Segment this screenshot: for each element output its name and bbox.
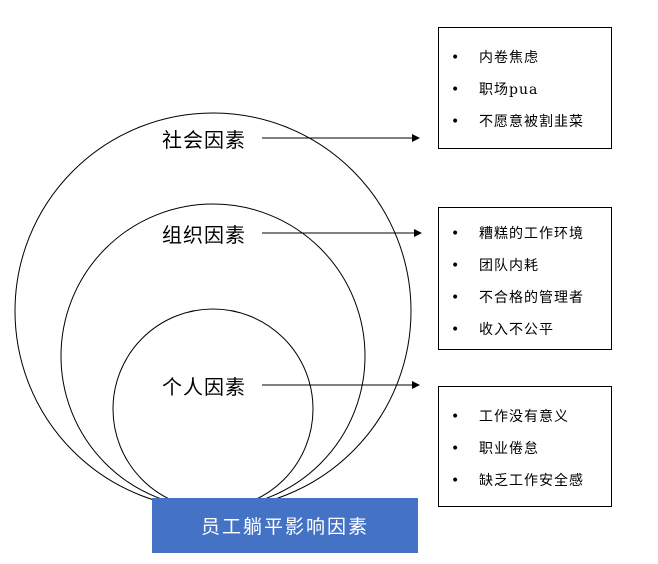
bullet-icon: • <box>451 441 461 457</box>
outer-circle-social <box>14 112 412 510</box>
list-item: •不愿意被割韭菜 <box>439 106 611 138</box>
bullet-icon: • <box>451 409 461 425</box>
list-item: •团队内耗 <box>439 250 611 282</box>
bullet-icon: • <box>451 50 461 66</box>
list-item: •不合格的管理者 <box>439 282 611 314</box>
label-organizational-factors: 组织因素 <box>162 223 246 247</box>
bullet-icon: • <box>451 258 461 274</box>
box-organizational-factors: •糟糕的工作环境 •团队内耗 •不合格的管理者 •收入不公平 <box>438 207 612 350</box>
bullet-icon: • <box>451 290 461 306</box>
bullet-icon: • <box>451 473 461 489</box>
bullet-icon: • <box>451 322 461 338</box>
bullet-icon: • <box>451 114 461 130</box>
middle-circle-organizational <box>60 203 366 509</box>
box-social-factors: •内卷焦虑 •职场pua •不愿意被割韭菜 <box>438 27 612 149</box>
list-item: •缺乏工作安全感 <box>439 465 611 497</box>
list-item: •糟糕的工作环境 <box>439 218 611 250</box>
inner-circle-personal <box>112 308 314 510</box>
list-item: •工作没有意义 <box>439 401 611 433</box>
bullet-icon: • <box>451 82 461 98</box>
diagram-title: 员工躺平影响因素 <box>152 498 418 553</box>
list-item: •内卷焦虑 <box>439 42 611 74</box>
list-item: •收入不公平 <box>439 314 611 346</box>
bullet-icon: • <box>451 226 461 242</box>
label-social-factors: 社会因素 <box>162 128 246 152</box>
label-personal-factors: 个人因素 <box>162 375 246 399</box>
list-item: •职场pua <box>439 74 611 106</box>
list-item: •职业倦怠 <box>439 433 611 465</box>
box-personal-factors: •工作没有意义 •职业倦怠 •缺乏工作安全感 <box>438 386 612 507</box>
